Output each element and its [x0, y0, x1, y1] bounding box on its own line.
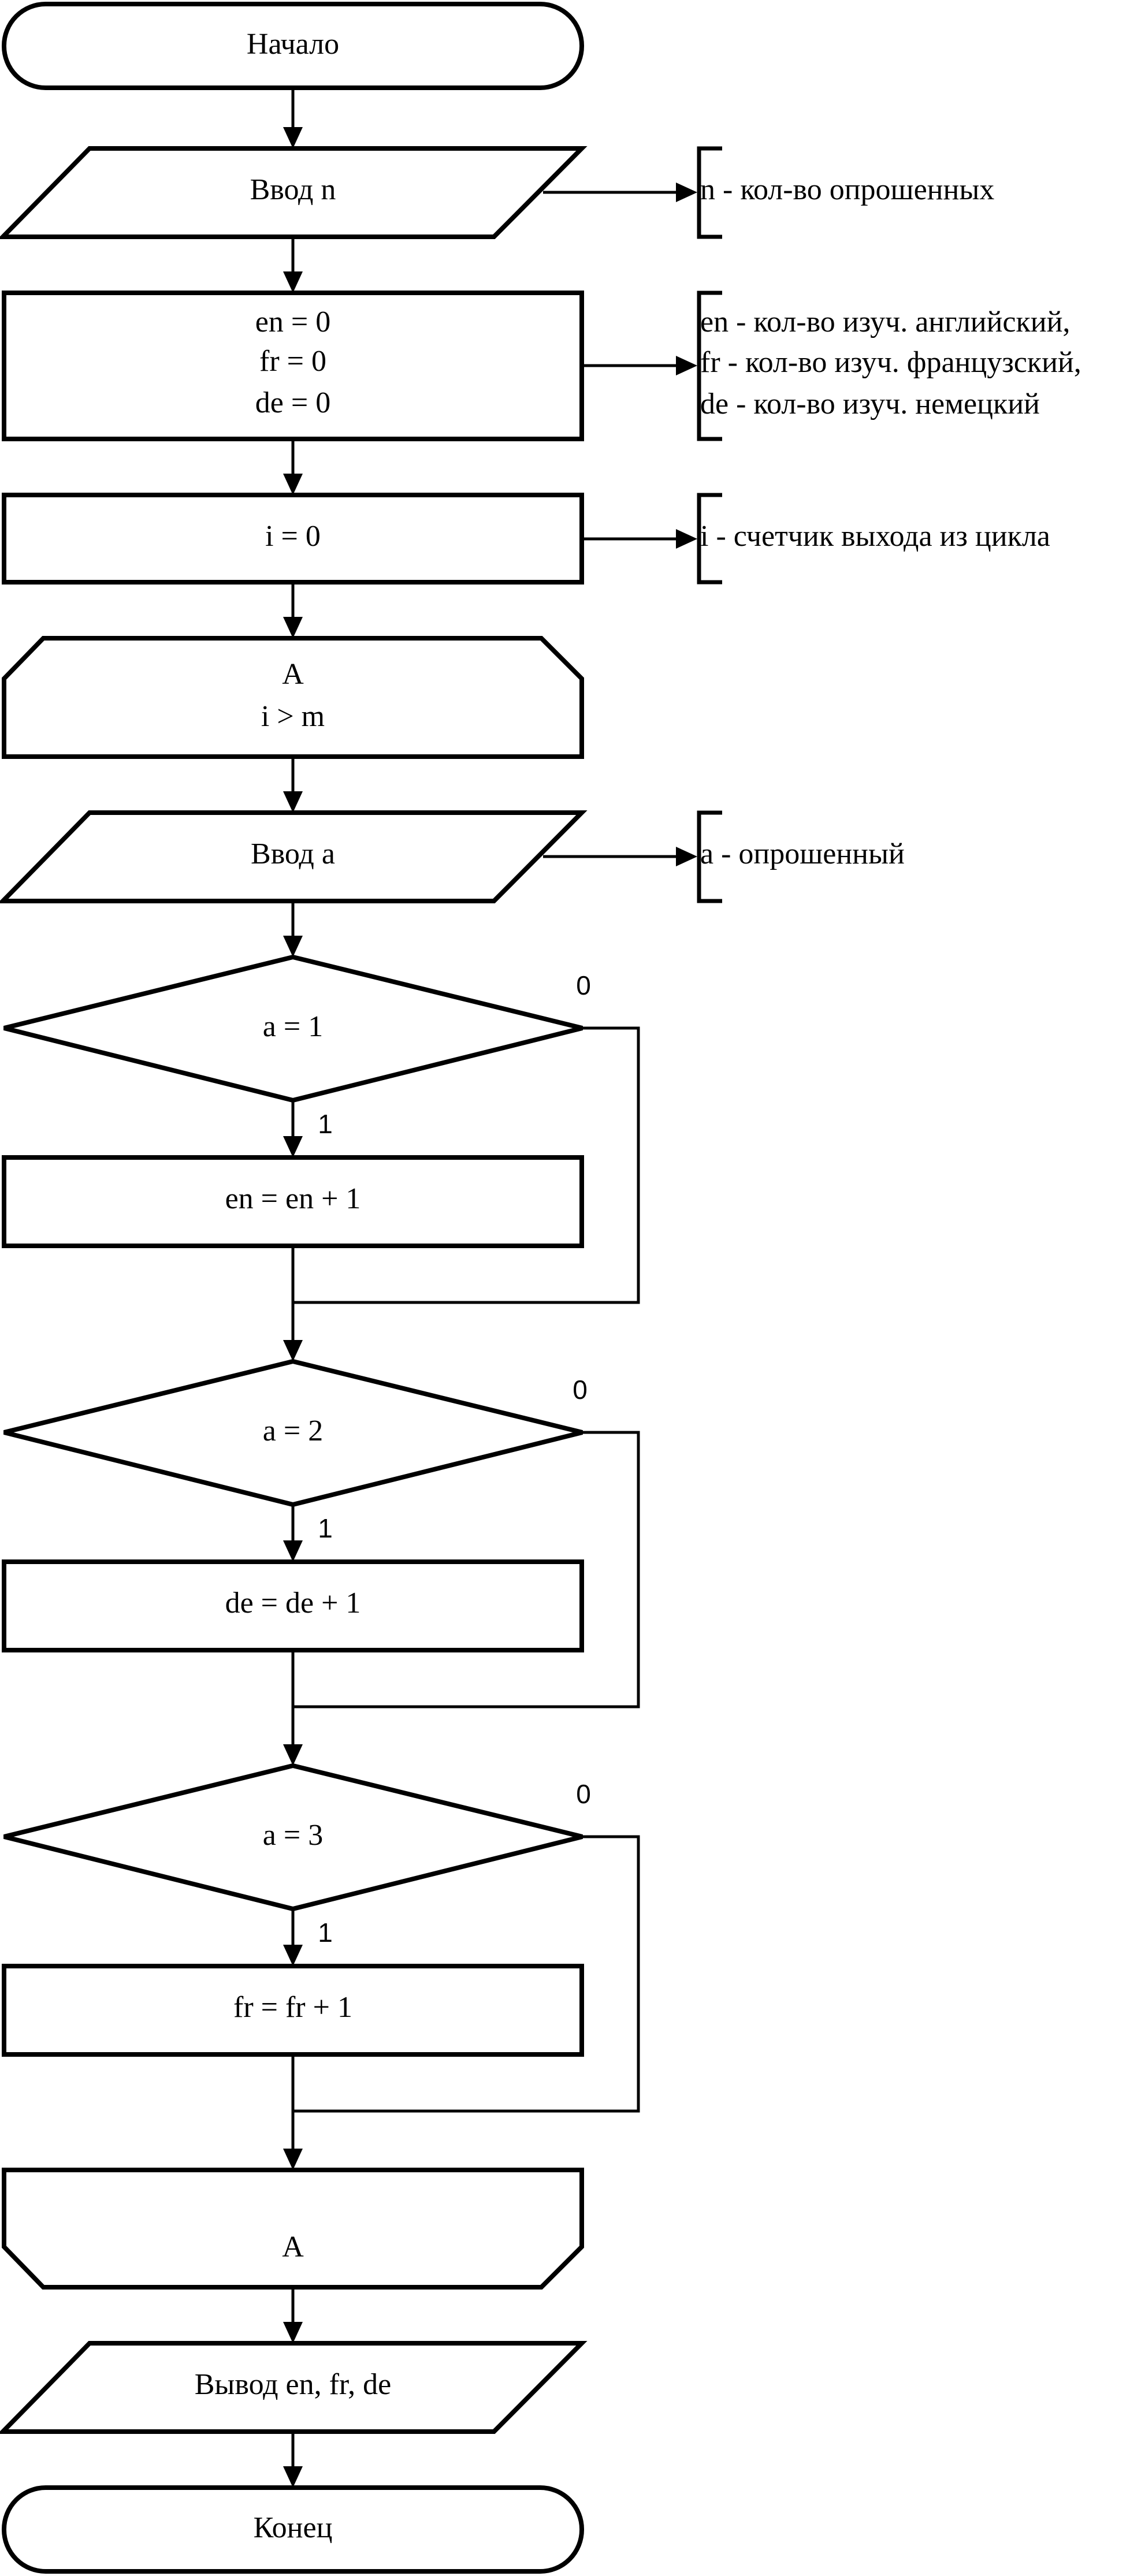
annotation-langs-bracket [697, 291, 722, 441]
edge-label-yes-2: 1 [318, 1513, 333, 1543]
condition-a1-label: a = 1 [263, 1010, 323, 1043]
loop-begin-condition: i > m [261, 700, 325, 733]
annotation-langs-de: de - кол-во изуч. немецкий [700, 388, 1040, 420]
increment-de-block [2, 1559, 584, 1652]
end-label: Конец [254, 2511, 333, 2544]
edge-label-no-2: 0 [573, 1375, 588, 1405]
annotation-n: n - кол-во опрошенных [697, 146, 994, 239]
increment-en-label: en = en + 1 [225, 1182, 361, 1215]
input-a-block [0, 810, 588, 903]
annotation-a-bracket [697, 810, 722, 903]
init-counters-block [2, 291, 584, 441]
init-i-block [2, 493, 584, 585]
edge-label-no-1: 0 [576, 970, 591, 1000]
end-terminator [2, 2485, 584, 2574]
edge-label-no-3: 0 [576, 1779, 591, 1809]
loop-begin-name: A [282, 658, 304, 691]
annotation-langs-fr: fr - кол-во изуч. французский, [700, 346, 1081, 379]
output-label: Вывод en, fr, de [195, 2368, 392, 2401]
input-a-label: Ввод a [251, 837, 335, 870]
init-i-label: i = 0 [265, 520, 321, 553]
loop-begin-block [1, 636, 584, 759]
start-label: Начало [247, 28, 339, 61]
loop-end-label: A [282, 2231, 304, 2264]
input-n-label: Ввод n [250, 173, 336, 206]
annotation-n-text: n - кол-во опрошенных [700, 173, 994, 206]
annotation-i-text: i - счетчик выхода из цикла [700, 520, 1050, 553]
condition-a2-label: a = 2 [263, 1414, 323, 1447]
condition-a1-diamond [3, 954, 583, 1103]
condition-a3-diamond [3, 1763, 583, 1912]
connectors [283, 88, 697, 2488]
annotation-langs: en - кол-во изуч. английский, fr - кол-в… [697, 291, 1081, 441]
annotation-i: i - счетчик выхода из цикла [697, 493, 1050, 585]
annotation-a-text: a - опрошенный [700, 837, 905, 870]
input-n-block [0, 146, 588, 239]
loop-end-block [1, 2168, 584, 2290]
init-en-label: en = 0 [255, 306, 330, 338]
annotation-a: a - опрошенный [697, 810, 905, 903]
increment-de-label: de = de + 1 [225, 1587, 361, 1620]
edge-label-yes-1: 1 [318, 1109, 333, 1139]
condition-a3-label: a = 3 [263, 1819, 323, 1852]
start-terminator [2, 2, 584, 90]
increment-fr-label: fr = fr + 1 [233, 1991, 352, 2024]
increment-fr-block [2, 1964, 584, 2057]
output-block [0, 2341, 588, 2434]
annotation-n-bracket [697, 146, 722, 239]
edge-label-yes-3: 1 [318, 1918, 333, 1948]
init-de-label: de = 0 [255, 386, 330, 419]
increment-en-block [2, 1155, 584, 1248]
annotation-i-bracket [697, 493, 722, 585]
condition-a2-diamond [3, 1358, 583, 1507]
init-fr-label: fr = 0 [259, 345, 326, 378]
annotation-langs-en: en - кол-во изуч. английский, [700, 306, 1070, 338]
